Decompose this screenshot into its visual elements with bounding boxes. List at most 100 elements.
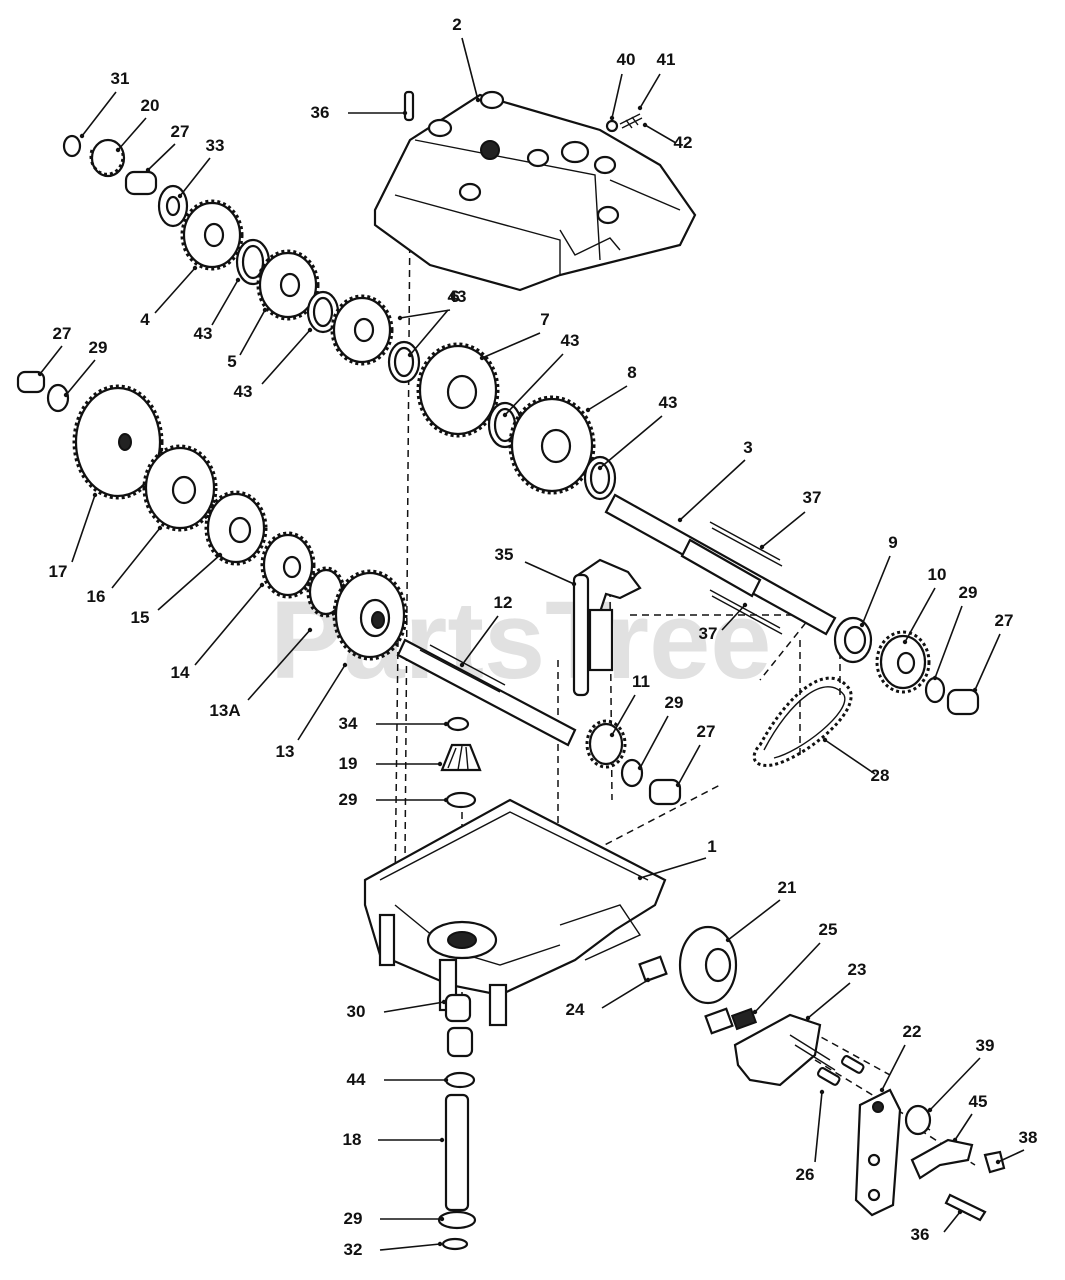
leader-line-l29a xyxy=(65,359,96,396)
part-number-label-l29a: 29 xyxy=(89,338,108,357)
leader-line-l13A xyxy=(247,629,311,701)
part-number-label-l44: 44 xyxy=(347,1070,366,1089)
part-number-label-l29c: 29 xyxy=(959,583,978,602)
part-number-label-l11: 11 xyxy=(632,672,650,691)
leader-arrowhead-l43b xyxy=(307,327,313,333)
part-number-label-l32: 32 xyxy=(344,1240,363,1259)
part-number-label-l43d: 43 xyxy=(561,331,580,350)
part-number-label-l35: 35 xyxy=(495,545,514,564)
leader-arrowhead-l13 xyxy=(342,662,348,668)
leader-line-l10 xyxy=(904,587,936,643)
part-number-label-l27c: 27 xyxy=(697,722,716,741)
leader-line-l13 xyxy=(297,664,346,741)
leader-line-l25 xyxy=(754,942,821,1013)
leader-line-l15 xyxy=(157,554,221,611)
part-number-label-l31: 31 xyxy=(111,69,130,88)
leader-line-l31 xyxy=(81,91,117,137)
leader-line-l9 xyxy=(861,555,891,626)
lower-shaft-parts xyxy=(437,993,477,1251)
leader-line-l27c xyxy=(677,744,701,786)
leader-line-l43a xyxy=(211,279,239,326)
leader-line-l11 xyxy=(611,694,636,736)
part-number-label-l3: 3 xyxy=(743,438,752,457)
leader-arrowhead-l37b xyxy=(742,602,748,608)
left-gear-cluster xyxy=(16,370,408,661)
leader-arrowhead-l38 xyxy=(995,1159,1001,1165)
part-number-label-l28: 28 xyxy=(871,766,890,785)
leader-line-l43b xyxy=(261,329,311,385)
brake-lever-cluster xyxy=(854,1088,1006,1222)
ball-spring-parts xyxy=(605,113,643,133)
leader-arrowhead-l27c xyxy=(675,782,681,788)
leader-arrowhead-l16 xyxy=(157,525,163,531)
part-number-label-l15: 15 xyxy=(131,608,150,627)
leader-line-l23 xyxy=(807,982,851,1019)
part-number-label-l45: 45 xyxy=(969,1092,988,1111)
part-number-label-l1: 1 xyxy=(707,837,716,856)
leader-arrowhead-l27b xyxy=(37,371,43,377)
part-number-label-l17: 17 xyxy=(49,562,68,581)
leader-arrowhead-l29d xyxy=(443,797,449,803)
part-number-label-l2: 2 xyxy=(452,15,461,34)
part-number-label-l38: 38 xyxy=(1019,1128,1038,1147)
leader-arrowhead-l36b xyxy=(957,1209,963,1215)
main-shaft-part xyxy=(604,493,837,636)
part-number-label-l26: 26 xyxy=(796,1165,815,1184)
part-number-label-l22: 22 xyxy=(903,1022,922,1041)
leader-line-l43e xyxy=(599,415,663,469)
leader-arrowhead-l1 xyxy=(637,875,643,881)
part-number-label-l19: 19 xyxy=(339,754,358,773)
leader-arrowhead-l26 xyxy=(819,1089,825,1095)
leader-arrowhead-l32 xyxy=(437,1241,443,1247)
leader-line-l17 xyxy=(71,494,96,563)
small-sprocket-cluster xyxy=(585,719,682,806)
shift-fork-part xyxy=(572,558,642,697)
part-number-label-l37a: 37 xyxy=(803,488,822,507)
leader-arrowhead-l42 xyxy=(642,122,648,128)
part-number-label-l10: 10 xyxy=(928,565,947,584)
leader-arrowhead-l17 xyxy=(92,492,98,498)
leader-arrowhead-l21 xyxy=(725,937,731,943)
leader-arrowhead-l22 xyxy=(879,1087,885,1093)
part-number-label-l41: 41 xyxy=(657,50,676,69)
leader-arrowhead-l19 xyxy=(437,761,443,767)
leader-arrowhead-l27a xyxy=(145,167,151,173)
leader-line-l14 xyxy=(194,584,263,666)
leader-line-l21 xyxy=(727,899,781,941)
leader-arrowhead-l7 xyxy=(479,355,485,361)
leader-line-l6 xyxy=(399,309,451,319)
leader-arrowhead-l27d xyxy=(972,687,978,693)
leader-arrowhead-l43a xyxy=(235,277,241,283)
leader-arrowhead-l15 xyxy=(217,552,223,558)
part-number-label-l43c: 43 xyxy=(448,287,467,306)
leader-line-l22 xyxy=(881,1044,906,1091)
leader-arrowhead-l25 xyxy=(752,1009,758,1015)
part-number-label-l40: 40 xyxy=(617,50,636,69)
leader-line-l12 xyxy=(461,615,499,666)
leader-line-l45 xyxy=(954,1113,973,1141)
part-number-label-l29d: 29 xyxy=(339,790,358,809)
leader-arrowhead-l14 xyxy=(259,582,265,588)
part-number-label-l4: 4 xyxy=(140,310,150,329)
leader-arrowhead-l10 xyxy=(902,639,908,645)
leader-line-l41 xyxy=(639,73,661,109)
leader-arrowhead-l35 xyxy=(571,581,577,587)
leader-arrowhead-l29b xyxy=(637,765,643,771)
leader-arrowhead-l2 xyxy=(475,97,481,103)
leader-line-l2 xyxy=(461,37,479,101)
leader-line-l37a xyxy=(761,511,806,548)
part-number-label-l33: 33 xyxy=(206,136,225,155)
leader-arrowhead-l12 xyxy=(459,662,465,668)
leader-arrowhead-l28 xyxy=(822,737,828,743)
leader-line-l37b xyxy=(721,604,746,631)
leader-arrowhead-l39 xyxy=(927,1107,933,1113)
part-number-label-l34: 34 xyxy=(339,714,358,733)
part-number-label-l18: 18 xyxy=(343,1130,362,1149)
leader-arrowhead-l43c xyxy=(407,352,413,358)
part-number-label-l16: 16 xyxy=(87,587,106,606)
part-number-label-l37b: 37 xyxy=(699,624,718,643)
leader-line-l28 xyxy=(824,739,876,775)
leader-arrowhead-l36a xyxy=(402,110,408,116)
part-number-label-l39: 39 xyxy=(976,1036,995,1055)
leader-arrowhead-l3 xyxy=(677,517,683,523)
